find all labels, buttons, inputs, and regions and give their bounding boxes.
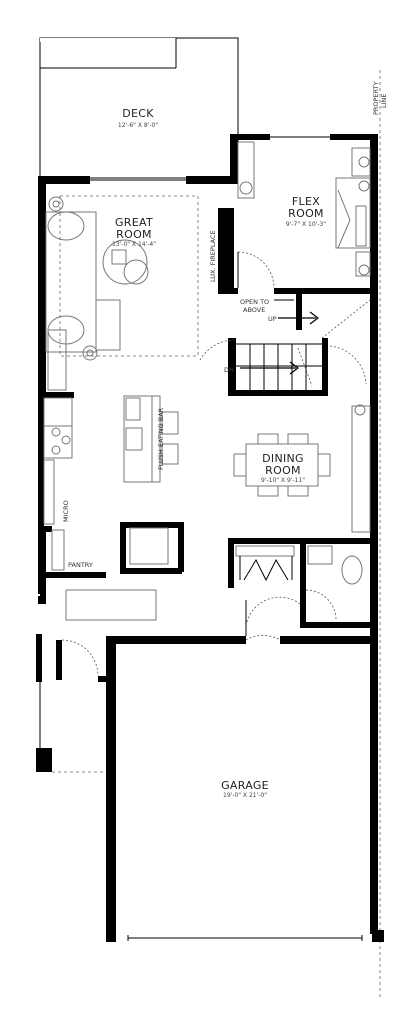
flex-room-furniture (237, 141, 371, 277)
property-line-label-2: LINE (380, 93, 388, 108)
open-to-above-label: OPEN TO (240, 298, 269, 306)
flex-room-name-2: ROOM (288, 207, 324, 220)
property-line: PROPERTY LINE (372, 70, 388, 1000)
open-to-above-label-2: ABOVE (243, 306, 265, 314)
garage-dim: 19'-0" X 21'-0" (223, 792, 267, 799)
interior-walls (38, 208, 378, 942)
micro-label: MICRO (62, 500, 70, 522)
garage-door (52, 771, 363, 941)
great-room-name: GREAT (115, 216, 153, 229)
deck-name: DECK (122, 107, 154, 120)
exterior-walls (36, 134, 384, 942)
flex-room-name: FLEX (292, 195, 320, 208)
great-room-furniture (45, 195, 199, 391)
door-swings (61, 251, 371, 677)
great-room-dim: 13'-0" X 14'-4" (112, 241, 156, 248)
stairs-up-label: UP (268, 315, 277, 323)
fireplace-label: LUX. FIREPLACE (209, 230, 217, 282)
deck-dim: 12'-6" X 8'-0" (118, 122, 158, 129)
powder-room (235, 545, 363, 585)
great-room-name-2: ROOM (116, 228, 152, 241)
property-line-label: PROPERTY (372, 81, 380, 115)
dining-furniture (233, 404, 371, 533)
stairs (236, 299, 322, 390)
stairs-down-label: DN (224, 366, 234, 374)
eating-bar-label: FLUSH EATING BAR (157, 407, 165, 470)
dining-room-dim: 9'-10" X 9'-11" (261, 477, 305, 484)
dining-room-name-2: ROOM (265, 464, 301, 477)
kitchen (43, 395, 179, 621)
room-labels: DECK 12'-6" X 8'-0" GREAT ROOM 13'-0" X … (112, 107, 326, 799)
dining-room-name: DINING (262, 452, 304, 465)
pantry-label: PANTRY (68, 561, 93, 569)
flex-room-dim: 9'-7" X 10'-3" (286, 221, 326, 228)
garage-name: GARAGE (221, 779, 269, 792)
